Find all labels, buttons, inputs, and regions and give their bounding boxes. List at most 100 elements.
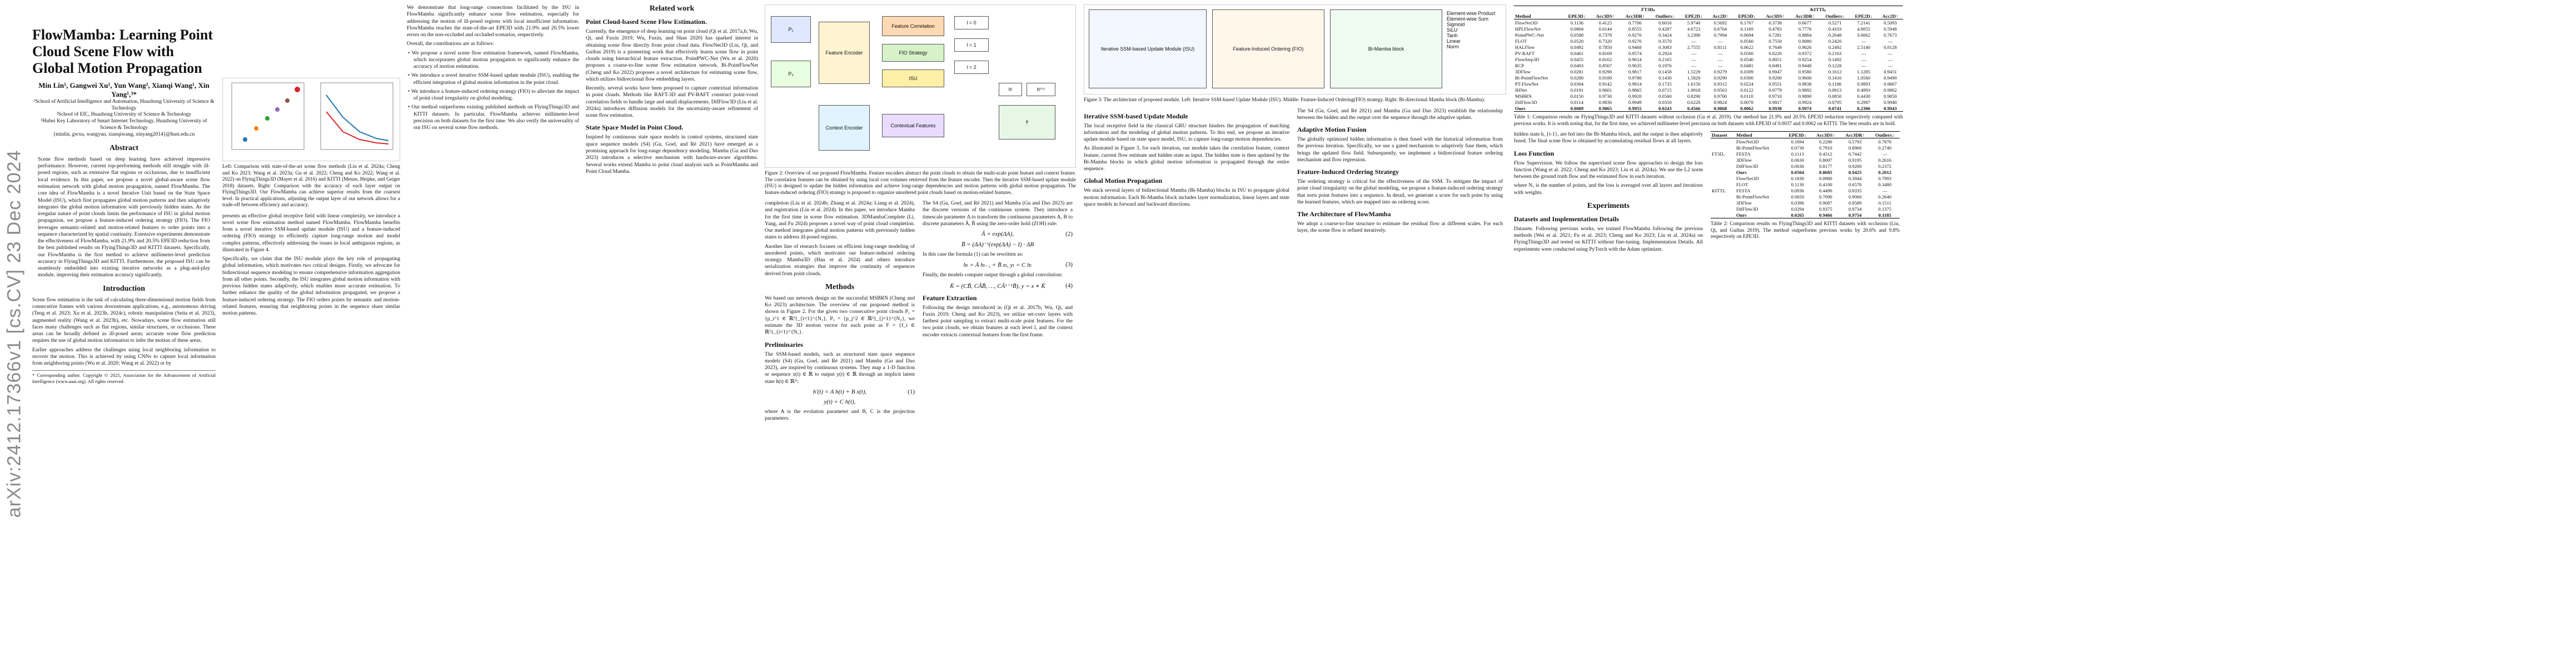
column-3: We demonstrate that long-range connectio… [407, 0, 579, 667]
table-cell: 0.8162 [1598, 56, 1612, 62]
table-cell: 0.9734 [1848, 206, 1862, 212]
fig1-point-ours [295, 87, 300, 92]
table-cell: FESTA [1736, 151, 1751, 157]
fio-paragraph: The ordering strategy is critical for th… [1297, 178, 1503, 205]
table-cell: — [1691, 56, 1696, 62]
figure-3-column: Iterative SSM-based Update Module (ISU) … [1084, 0, 1506, 667]
table-cell: 0.9490 [1884, 74, 1897, 81]
table-cell: 0.2372 [1878, 163, 1892, 169]
fio-strategy-block: FIO Strategy [882, 44, 944, 62]
table-cell: 0.9563 [1713, 87, 1727, 93]
table-cell: 0.0588 [1570, 32, 1584, 38]
table-cell: 0.9451 [1884, 68, 1897, 74]
table-cell: 0.0461 [1570, 50, 1584, 56]
table-cell: 0.5793 [1848, 138, 1862, 145]
table-cell: 0.0492 [1570, 44, 1584, 50]
table-cell: 0.6677 [1798, 19, 1812, 26]
figure-2-column: P₁ P₂ Feature Encoder Context Encoder Fe… [765, 0, 1076, 667]
fig1-left-axes [231, 82, 305, 150]
table-cell: 0.4100 [1819, 181, 1832, 187]
table-cell: 0.3480 [1878, 181, 1892, 187]
table-cell: 0.9200 [1768, 74, 1782, 81]
column-2: Left: Comparison with state-of-the-art s… [222, 0, 400, 667]
fig3-bimamba-panel: Bi-Mamba block [1330, 9, 1442, 88]
column-9: hidden state h_{t-1}, are fed into the B… [1514, 131, 1703, 255]
table-cell: 0.0804 [1570, 26, 1584, 32]
col4-paragraph-2: Another line of research focuses on effi… [765, 243, 915, 277]
table-cell: — [1887, 56, 1893, 62]
footnote: * Corresponding author. Copyright © 2025… [32, 370, 216, 385]
table-cell: — [1887, 50, 1893, 56]
table-cell: 0.0850 [1828, 93, 1842, 99]
adaptive-fusion-heading: Adaptive Motion Fusion [1297, 126, 1367, 134]
equation-4: K̄ = (CB̄, CĀB̄, …, CĀᴸ⁻¹B̄), y = x ∗ K̄… [923, 282, 1073, 290]
column-6: The S4 (Gu, Goel, and Ré 2021) and Mamba… [923, 200, 1073, 424]
isu-paragraph-2: As illustrated in Figure 3, for each ite… [1084, 145, 1289, 172]
table-cell: 0.4103 [1828, 26, 1842, 32]
fig1-point [275, 107, 280, 112]
table-cell: 0.1228 [1828, 62, 1842, 68]
table-cell: 0.0913 [1828, 87, 1842, 93]
table-cell: 0.8177 [1819, 163, 1832, 169]
table-cell: Bi-PointFlowNet [1736, 145, 1770, 151]
table-cell: 0.0191 [1570, 87, 1584, 93]
col8-paragraph-1: hidden state h_{t-1}, are fed into the B… [1514, 131, 1703, 145]
table-cell: KITTIₒ [1712, 187, 1726, 193]
table-cell: 0.3738 [1768, 19, 1782, 26]
table-cell: 0.7442 [1848, 151, 1862, 157]
column-8: The S4 (Gu, Goel, and Ré 2021) and Mamba… [1297, 108, 1503, 237]
feature-encoder-block: Feature Encoder [819, 22, 870, 84]
table-cell: 1.5820 [1687, 74, 1701, 81]
table-cell: 0.0078 [1740, 99, 1753, 105]
table-cell: 0.9372 [1798, 50, 1812, 56]
table-cell: 0.1735 [1658, 81, 1672, 87]
table-cell: 0.2306 [1850, 105, 1878, 112]
table-cell: 0.5692 [1713, 19, 1727, 26]
fig1-right-lines [326, 94, 389, 145]
table-cell: 0.3424 [1658, 32, 1672, 38]
table-header-cell: EPE3D↓ [1563, 13, 1591, 19]
fig1-point [285, 98, 290, 103]
table-cell: 0.9600 [1798, 74, 1812, 81]
table-cell: 0.9290 [1713, 74, 1727, 81]
legend-item: Linear [1447, 38, 1461, 44]
datasets-paragraph: Datasets. Following previous works, we t… [1514, 225, 1703, 252]
table-cell: 0.9893 [1857, 81, 1871, 87]
table-cell: 0.0630 [1791, 157, 1805, 163]
table-cell: 0.7673 [1884, 32, 1897, 38]
architecture-paragraph: We adopt a coarse-to-fine structure to e… [1297, 221, 1503, 234]
equation-1: h′(t) = A h(t) + B x(t),(1) [765, 389, 915, 395]
table-cell: 0.9195 [1848, 157, 1862, 163]
affiliation-3: ³Hubei Key Laboratory of Smart Internet … [41, 118, 207, 131]
table-cell: 0.9814 [1628, 81, 1642, 87]
legend-item: Sigmoid [1447, 22, 1465, 27]
table-cell: 0.9938 [1760, 105, 1790, 112]
equation-3-body: hₜ = Ā hₜ₋₁ + B̄ xₜ, yₜ = C hₜ [963, 262, 1032, 269]
table-cell: 1.0918 [1687, 87, 1701, 93]
related-subsection-1: Point Cloud-based Scene Flow Estimation. [586, 18, 707, 26]
table-cell: 0.8491 [1768, 62, 1782, 68]
table1-group-kitti: KITTIₛ [1733, 6, 1903, 13]
table-cell: 0.7776 [1798, 26, 1812, 32]
table-cell: 0.9026 [1798, 44, 1812, 50]
hidden-state-label: hˡ [999, 83, 1022, 96]
table-cell: 0.9087 [1819, 200, 1832, 206]
table-cell: 0.0560 [1658, 93, 1672, 99]
table-cell: 0.0622 [1740, 44, 1753, 50]
table-cell: 0.9375 [1819, 206, 1832, 212]
col2-paragraph-3: We demonstrate that long-range connectio… [407, 4, 579, 38]
table-cell: 0.9254 [1798, 56, 1812, 62]
fig3-legend: Element-wise Product Element-wise Sum Si… [1447, 11, 1504, 49]
table-cell: 0.4993 [1857, 87, 1871, 93]
col2-paragraph-1: presents an effective global receptive f… [222, 212, 400, 253]
equation-3: hₜ = Ā hₜ₋₁ + B̄ xₜ, yₜ = C hₜ(3) [923, 261, 1073, 268]
table-cell: FLOT [1515, 38, 1527, 44]
